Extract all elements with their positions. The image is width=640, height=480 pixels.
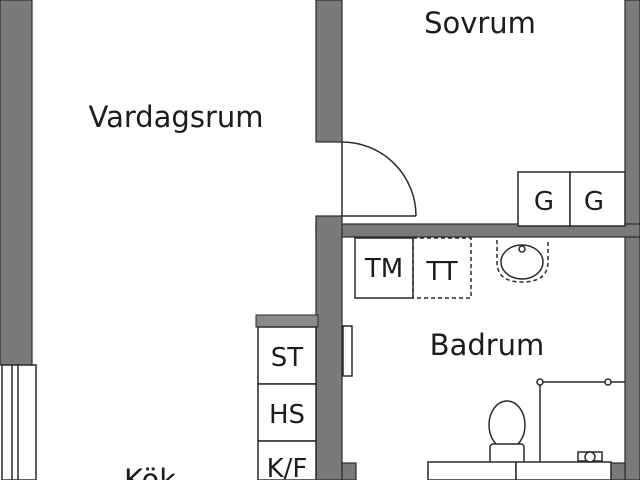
bathroom-cabinet-2 bbox=[515, 461, 612, 480]
room-label-living: Vardagsrum bbox=[88, 100, 263, 134]
wall-living-bathroom bbox=[315, 215, 343, 480]
towel-rail bbox=[342, 325, 353, 377]
fridge-freezer bbox=[257, 440, 317, 480]
outer-wall-right bbox=[624, 0, 640, 480]
shower-mixer-icon bbox=[577, 451, 603, 463]
wall-living-bedroom-upper bbox=[315, 0, 343, 143]
kitchen-partition-top bbox=[255, 314, 319, 328]
toilet bbox=[488, 400, 526, 465]
storage-label: ST bbox=[271, 343, 304, 373]
wardrobe-2-label: G bbox=[584, 187, 604, 217]
wardrobe-2 bbox=[569, 171, 626, 227]
wall-bathroom-bottom-left bbox=[341, 462, 357, 480]
washing-machine-label: TM bbox=[364, 254, 403, 284]
dryer bbox=[412, 237, 472, 299]
fridge-freezer-label: K/F bbox=[267, 454, 308, 480]
high-cabinet-label: HS bbox=[269, 400, 305, 430]
room-label-bedroom: Sovrum bbox=[424, 6, 536, 40]
outer-wall-left bbox=[0, 0, 33, 366]
washbasin bbox=[496, 240, 549, 283]
wardrobe-1-label: G bbox=[534, 187, 554, 217]
room-label-bathroom: Badrum bbox=[430, 328, 545, 362]
storage-cabinet bbox=[257, 326, 317, 385]
dryer-label: TT bbox=[425, 257, 457, 287]
door-living-bedroom bbox=[341, 141, 417, 217]
room-label-kitchen: Kök bbox=[124, 463, 176, 480]
window-left bbox=[1, 364, 37, 480]
bathroom-cabinet bbox=[427, 461, 517, 480]
shower bbox=[536, 378, 625, 466]
